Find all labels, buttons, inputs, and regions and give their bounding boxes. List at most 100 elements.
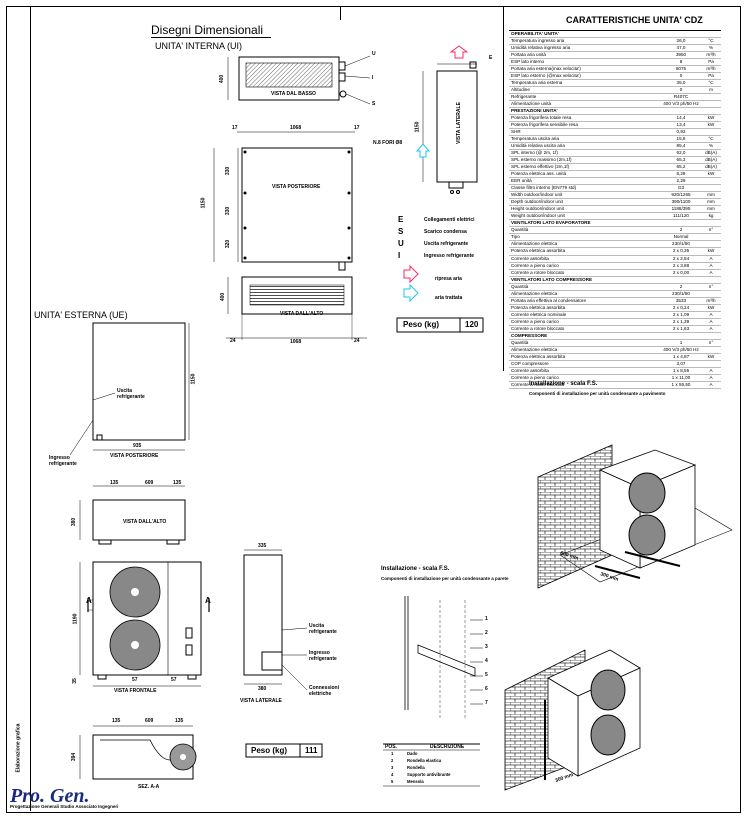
part-pos: 2 <box>391 758 394 763</box>
spec-label: ESP lato interno <box>511 59 545 65</box>
internal-unit-title: UNITA' INTERNA (UI) <box>155 41 243 51</box>
label-electrical-connections: Connessioni elettriche <box>309 685 340 697</box>
spec-unit: Pa <box>708 59 714 65</box>
part-pos: 4 <box>391 772 394 777</box>
spec-unit: m³/h <box>706 297 716 303</box>
legend-text: Collegamenti elettrici <box>424 217 475 223</box>
spec-unit: A <box>709 381 713 387</box>
spec-label: Quantità <box>511 227 529 233</box>
label-refrigerant-in-side: Ingresso refrigerante <box>309 650 337 662</box>
external-view-side <box>243 549 308 691</box>
dim-24a: 24 <box>230 338 236 344</box>
spec-value: 2 x 1,09 <box>672 311 690 317</box>
ext-dim-380b: 380 <box>258 686 267 692</box>
installation-title-wall: Installazione - scala F.S. <box>381 566 450 572</box>
internal-view-from-below <box>227 55 371 105</box>
spec-label: Alimentazione elettrica <box>511 241 558 247</box>
callout-number: 5 <box>485 672 488 678</box>
legend-supply-label: aria trattata <box>435 295 463 301</box>
spec-label: Width outdoor/indoor unit <box>511 192 563 198</box>
spec-unit: °C <box>708 80 714 86</box>
divider-left <box>30 6 31 811</box>
spec-value: 230/1/50 <box>672 290 690 296</box>
spec-label: Quantità <box>511 339 529 345</box>
spec-value: 390/1100 <box>671 199 691 205</box>
spec-value: 400 V/3 ph/50 Hz <box>663 346 699 352</box>
spec-label: VENTILATORI LATO COMPRESSORE <box>511 276 593 282</box>
spec-label: Corrente elettrica nominale <box>511 311 567 317</box>
spec-value: 1188/395 <box>671 206 691 212</box>
spec-label: COP compressore <box>511 360 549 366</box>
label-top-view-internal: VISTA DALL'ALTO <box>280 311 324 317</box>
external-view-top <box>79 485 186 545</box>
spec-label: VENTILATORI LATO EVAPORATORE <box>511 220 591 226</box>
spec-label: Corrente a pieno carico <box>511 374 559 380</box>
legend-supply-arrow <box>403 283 419 303</box>
legend-key: I <box>398 251 401 260</box>
spec-value: 2 x 3,88 <box>672 262 690 268</box>
spec-value: 1 x 11,00 <box>671 374 691 380</box>
external-view-front <box>79 561 210 687</box>
spec-row: Alimentazione elettrica 400 V/3 ph/50 Hz <box>509 347 721 354</box>
spec-label: Portata aria effettiva al condensatore <box>511 297 586 303</box>
spec-label: Refrigerante <box>511 94 537 100</box>
air-supply-arrow-side <box>415 143 431 158</box>
spec-label: SPL esterno massimo (2m,1f) <box>511 157 572 163</box>
spec-label: Height outdoor/indoor unit <box>511 206 564 212</box>
installation-sub-wall: Componenti di installazione per unità co… <box>381 576 509 581</box>
spec-value: 2 x 0,35 <box>672 248 690 254</box>
spec-label: Alimentazione elettrica <box>511 290 558 296</box>
spec-value: 6075 <box>675 66 687 72</box>
spec-unit: mm <box>707 206 715 212</box>
spec-value: 13,4 <box>676 122 686 128</box>
spec-label: Potenza frigorifera totale resa <box>511 115 572 121</box>
company-logo: Pro. Gen. <box>10 785 90 807</box>
spec-section-header: VENTILATORI LATO EVAPORATORE <box>509 220 721 228</box>
spec-label: EER unità <box>511 178 532 184</box>
spec-label: Corrente a pieno carico <box>511 262 559 268</box>
spec-value: G3 <box>677 185 685 191</box>
spec-unit: kW <box>707 171 715 177</box>
spec-unit: n° <box>708 227 714 233</box>
air-intake-arrow-top <box>449 45 469 59</box>
dim-330b: 330 <box>225 206 232 216</box>
ext-dim-35: 35 <box>71 678 78 684</box>
spec-unit: kW <box>707 304 715 310</box>
spec-label: Potenza elettrica assorbita <box>511 353 566 359</box>
dim-1150: 1150 <box>200 197 207 209</box>
spec-value: 35,0 <box>676 80 686 86</box>
spec-label: Depth outdoor/indoor unit <box>511 199 563 205</box>
spec-label: Alimentazione elettrica <box>511 346 558 352</box>
spec-label: Temperatura aria esterna <box>511 80 563 86</box>
label-refrigerant-out-side: Uscita refrigerante <box>309 623 337 635</box>
spec-label: Potenza elettrica ass. unità <box>511 171 567 177</box>
spec-unit: °C <box>708 136 714 142</box>
dim-17a: 17 <box>232 125 238 131</box>
spec-unit: °C <box>708 38 714 44</box>
legend-key: S <box>398 227 404 236</box>
dim-17b: 17 <box>354 125 360 131</box>
page-border <box>6 6 741 813</box>
spec-unit: kW <box>707 353 715 359</box>
dim-1150-side: 1150 <box>414 121 421 133</box>
spec-value: 85,4 <box>676 143 686 149</box>
part-desc: Rondella elastica <box>407 758 442 763</box>
